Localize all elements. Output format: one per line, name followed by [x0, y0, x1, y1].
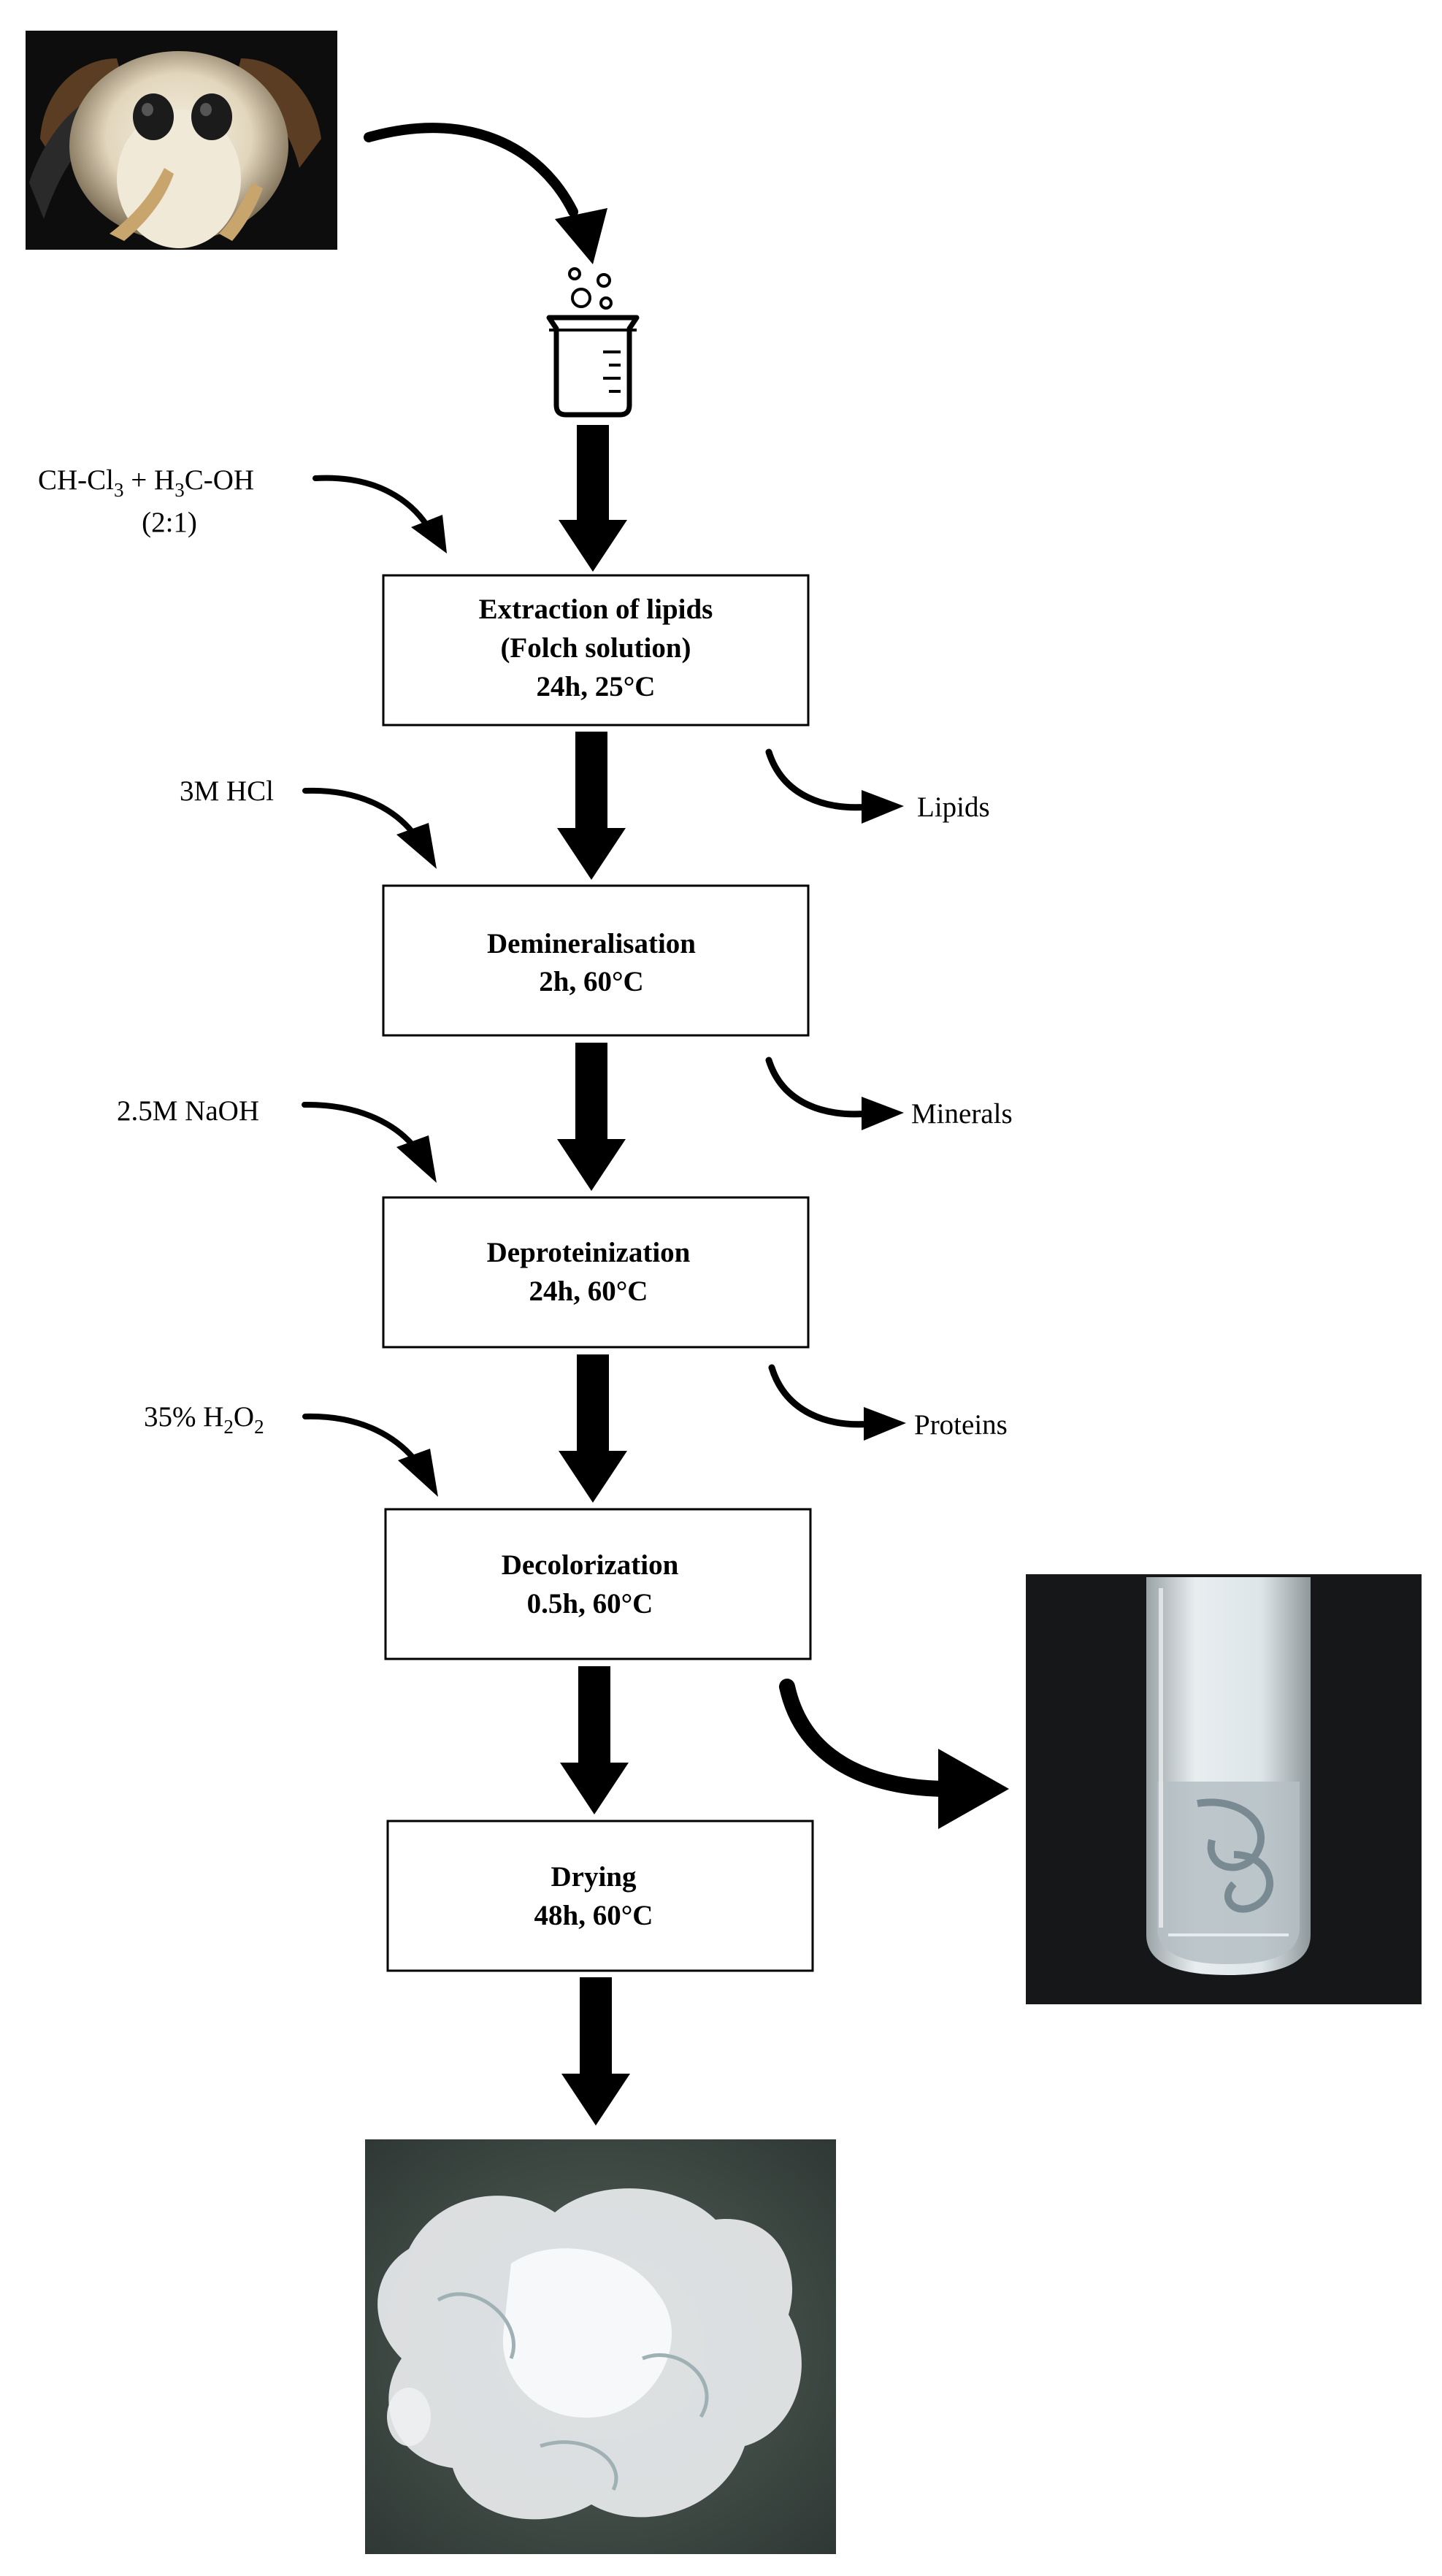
step-demineralisation-box: Demineralisation 2h, 60°C	[382, 884, 810, 1037]
reagent-folch-ratio: (2:1)	[142, 507, 197, 538]
output-minerals-label: Minerals	[911, 1098, 1013, 1130]
step-decolorization-title: Decolorization	[502, 1549, 679, 1581]
step-drying-box: Drying 48h, 60°C	[386, 1820, 814, 1972]
arrow-proteins-out	[768, 1364, 906, 1441]
step-decolorization-box: Decolorization 0.5h, 60°C	[384, 1508, 812, 1660]
step-deproteinization-conditions: 24h, 60°C	[529, 1276, 648, 1307]
step-extraction-subtitle: (Folch solution)	[500, 632, 691, 664]
step-decolorization-conditions: 0.5h, 60°C	[527, 1588, 653, 1619]
chitin-tube-photo	[1026, 1574, 1422, 2004]
arrow-beaker-to-extraction	[559, 425, 627, 572]
arrow-naoh-in	[302, 1101, 437, 1183]
output-proteins-label: Proteins	[914, 1409, 1008, 1441]
arrow-minerals-out	[765, 1057, 904, 1130]
arrow-hcl-in	[302, 787, 437, 869]
arrow-demineralisation-to-deproteinization	[557, 1043, 626, 1191]
reagent-hcl-label: 3M HCl	[180, 775, 274, 807]
arrow-to-tube-photo	[779, 1679, 1009, 1829]
arrow-decolorization-to-drying	[560, 1666, 629, 1814]
moth-photo	[26, 31, 337, 250]
arrow-deproteinization-to-decolorization	[559, 1354, 627, 1503]
arrow-h2o2-in	[302, 1413, 438, 1497]
flow-arrows	[557, 425, 630, 2125]
step-demineralisation-title: Demineralisation	[487, 928, 696, 959]
step-extraction-box: Extraction of lipids (Folch solution) 24…	[382, 574, 810, 727]
step-extraction-conditions: 24h, 25°C	[537, 671, 656, 702]
step-drying-title: Drying	[551, 1861, 637, 1893]
arrow-lipids-out	[765, 748, 904, 824]
step-deproteinization-box: Deproteinization 24h, 60°C	[382, 1196, 810, 1349]
reagent-folch-label: CH-Cl3 + H3C-OH (2:1)	[38, 464, 254, 538]
arrow-folch-in	[312, 475, 447, 553]
reagent-h2o2-label: 35% H2O2	[144, 1401, 264, 1438]
step-deproteinization-title: Deproteinization	[487, 1237, 691, 1268]
step-demineralisation-conditions: 2h, 60°C	[539, 966, 643, 997]
arrow-extraction-to-demineralisation	[557, 732, 626, 880]
beaker-icon	[546, 267, 640, 418]
step-drying-conditions: 48h, 60°C	[534, 1900, 653, 1931]
output-lipids-label: Lipids	[917, 791, 990, 823]
step-extraction-title: Extraction of lipids	[479, 594, 713, 625]
dry-chitin-photo	[365, 2139, 836, 2554]
arrow-drying-to-product	[561, 1977, 630, 2125]
reagent-folch-formula: CH-Cl3 + H3C-OH	[38, 464, 254, 501]
arrow-moth-to-beaker	[364, 123, 607, 264]
reagent-naoh-label: 2.5M NaOH	[117, 1095, 259, 1127]
